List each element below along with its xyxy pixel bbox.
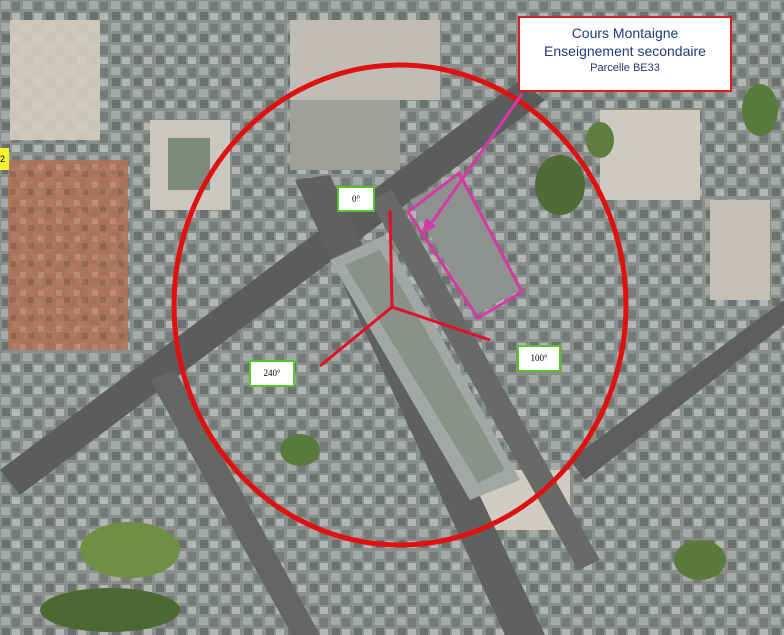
boulevard-diagonal — [0, 80, 545, 495]
stone-building — [10, 20, 100, 140]
trees — [40, 588, 180, 632]
top-building — [290, 20, 440, 100]
street-lower-left — [150, 370, 320, 635]
azimuth-label-east: 100° — [517, 345, 561, 372]
callout-pointer — [426, 93, 524, 229]
tile-roof-area — [8, 160, 128, 350]
zone-circle — [171, 62, 629, 548]
parcel-building — [410, 175, 520, 315]
street-right — [570, 300, 784, 480]
azimuth-label-southwest: 240° — [249, 360, 295, 387]
right-building-2 — [710, 200, 770, 300]
street-diagonal — [370, 190, 600, 570]
trees — [674, 540, 726, 580]
azimuth-label-north: 0° — [337, 186, 375, 212]
right-building — [600, 110, 700, 200]
central-building-roof — [345, 250, 505, 483]
sector-line-0 — [388, 209, 394, 308]
parcel-outline — [405, 170, 524, 321]
callout-parcel: Parcelle BE33 — [590, 62, 660, 74]
callout-title: Cours Montaigne — [571, 25, 679, 41]
callout-subtitle: Enseignement secondaire — [544, 43, 706, 59]
site-callout: Cours Montaigne Enseignement secondaire … — [518, 16, 732, 92]
callout-pointer-arrow — [421, 218, 436, 236]
sector-line-240 — [319, 305, 393, 368]
trees — [280, 434, 320, 466]
top-building-2 — [290, 100, 400, 170]
trees — [586, 122, 614, 158]
sector-line-100 — [391, 305, 491, 342]
courtyard — [168, 138, 210, 190]
trees — [80, 522, 180, 578]
trees — [742, 84, 778, 136]
trees — [535, 155, 585, 215]
edge-marker: 2 — [0, 148, 9, 170]
